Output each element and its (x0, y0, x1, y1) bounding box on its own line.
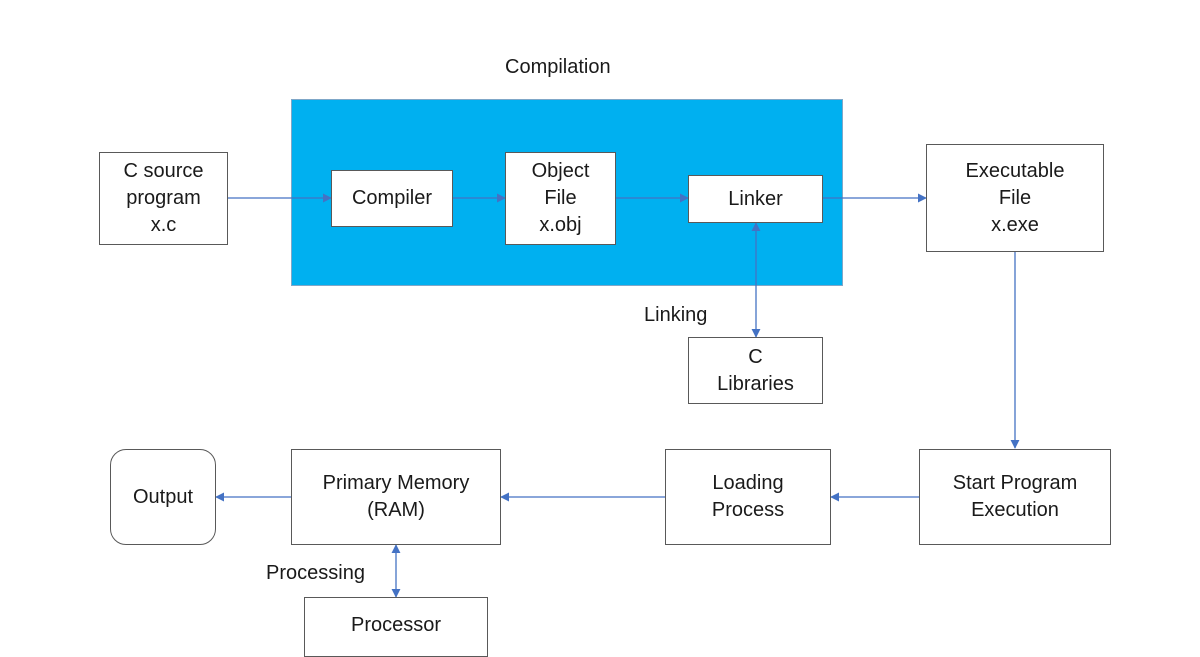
start-line-2: Execution (971, 499, 1059, 521)
processor-box: Processor (304, 597, 488, 657)
processing-label: Processing (266, 562, 365, 584)
primary-memory-box: Primary Memory (RAM) (291, 449, 501, 545)
connector-arrows (215, 193, 1020, 598)
object-line-3: x.obj (539, 214, 582, 236)
executable-file-box: Executable File x.exe (926, 144, 1104, 252)
compiler-box: Compiler (331, 170, 453, 227)
object-file-box: Object File x.obj (505, 152, 616, 245)
output-label: Output (132, 485, 194, 508)
c-libraries-box: C Libraries (688, 337, 823, 404)
linking-label: Linking (644, 304, 708, 326)
loading-line-1: Loading (712, 472, 784, 494)
flow-diagram: Compilation C source program x.c Compile… (99, 56, 1111, 657)
output-box: Output (110, 449, 216, 545)
compiler-label: Compiler (351, 187, 433, 209)
libraries-line-1: C (748, 345, 763, 368)
executable-line-1: Executable (965, 159, 1065, 182)
memory-line-2: (RAM) (367, 499, 425, 521)
loading-line-2: Process (711, 499, 785, 521)
source-line-1: C source (123, 160, 204, 182)
object-line-2: File (544, 187, 577, 209)
executable-line-3: x.exe (991, 213, 1039, 236)
loading-process-box: Loading Process (665, 449, 831, 545)
linker-label: Linker (728, 187, 783, 210)
source-line-3: x.c (150, 214, 177, 236)
compilation-label: Compilation (505, 56, 611, 78)
source-line-2: program (126, 187, 201, 209)
executable-line-2: File (998, 186, 1032, 209)
memory-line-1: Primary Memory (322, 472, 470, 494)
libraries-line-2: Libraries (717, 372, 794, 395)
object-line-1: Object (531, 160, 590, 182)
linker-box: Linker (688, 175, 823, 223)
c-source-program-box: C source program x.c (99, 152, 228, 245)
start-program-execution-box: Start Program Execution (919, 449, 1111, 545)
processor-label: Processor (350, 614, 442, 636)
start-line-1: Start Program (952, 472, 1078, 494)
